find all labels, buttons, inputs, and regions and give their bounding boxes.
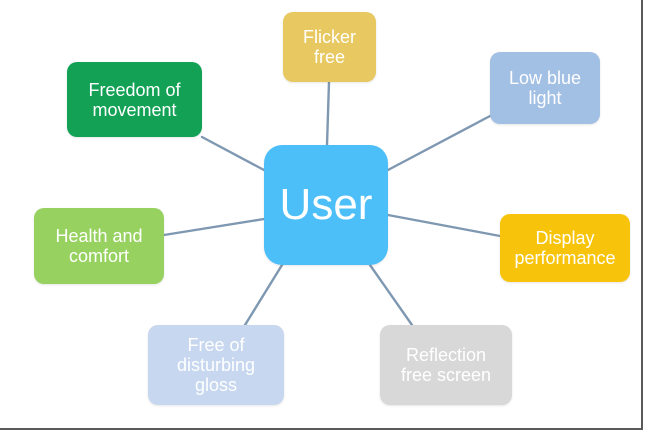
reflection-free-screen-label: Reflection free screen: [400, 345, 492, 385]
connector-display: [386, 213, 502, 238]
flicker-free-node: Flicker free: [283, 12, 376, 82]
free-of-disturbing-gloss-label: Free of disturbing gloss: [176, 335, 256, 395]
display-performance-node: Display performance: [500, 214, 630, 282]
freedom-of-movement-node: Freedom of movement: [67, 62, 202, 137]
low-blue-light-node: Low blue light: [490, 52, 600, 124]
reflection-free-screen-node: Reflection free screen: [380, 325, 512, 405]
connector-gloss: [243, 263, 284, 327]
user-node: User: [264, 145, 388, 265]
connector-flicker: [325, 80, 331, 147]
connector-lowblue: [386, 114, 492, 172]
flicker-free-label: Flicker free: [303, 27, 356, 67]
display-performance-label: Display performance: [514, 228, 616, 268]
free-of-disturbing-gloss-node: Free of disturbing gloss: [148, 325, 284, 405]
health-and-comfort-label: Health and comfort: [55, 226, 143, 266]
low-blue-light-label: Low blue light: [508, 68, 582, 108]
connector-reflection: [368, 263, 414, 327]
freedom-of-movement-label: Freedom of movement: [88, 79, 181, 120]
connector-freedom: [200, 135, 266, 172]
health-and-comfort-node: Health and comfort: [34, 208, 164, 284]
connector-health: [162, 217, 266, 237]
user-label: User: [279, 180, 373, 229]
